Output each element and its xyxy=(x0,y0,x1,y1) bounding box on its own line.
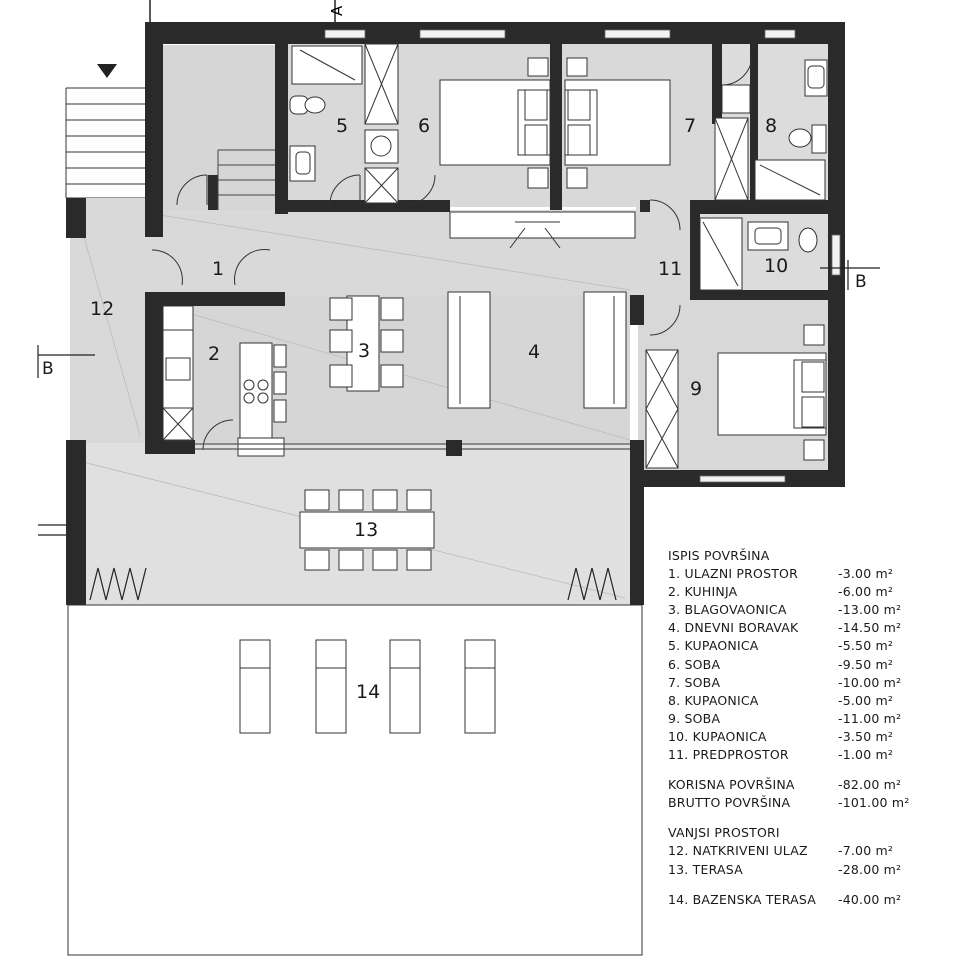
legend-room-name: 2. KUHINJA xyxy=(668,584,738,600)
area-legend: ISPIS POVRŠINA 1. ULAZNI PROSTOR -3.00 m²… xyxy=(668,548,909,910)
bedroom-6-furniture xyxy=(439,57,551,189)
room-number-1: 1 xyxy=(212,258,224,280)
entrance-stairs xyxy=(65,64,145,199)
legend-room-area: -1.00 m² xyxy=(838,747,894,763)
legend-room-name: 9. SOBA xyxy=(668,710,721,726)
legend-row: 2. KUHINJA -6.00 m² xyxy=(668,584,893,602)
legend-row: 10. KUPAONICA -3.50 m² xyxy=(668,728,893,747)
legend-row: 6. SOBA -9.50 m² xyxy=(668,656,893,675)
legend-outdoor-title: VANJSI PROSTORI xyxy=(668,825,780,841)
windows xyxy=(324,29,841,483)
legend-outdoor-name: 12. NATKRIVENI ULAZ xyxy=(668,843,808,859)
room-number-8: 8 xyxy=(765,115,777,137)
legend-row: 5. KUPAONICA -5.50 m² xyxy=(668,638,893,656)
legend-pool-row: 14. BAZENSKA TERASA -40.00 m² xyxy=(668,892,901,910)
legend-outdoor-area: -28.00 m² xyxy=(838,861,902,877)
plants xyxy=(89,567,617,601)
corridor-wardrobe xyxy=(449,211,636,249)
legend-title: ISPIS POVRŠINA xyxy=(668,548,770,563)
room-number-5: 5 xyxy=(336,115,348,137)
svg-text:A: A xyxy=(328,5,346,16)
legend-room-name: 5. KUPAONICA xyxy=(668,638,759,654)
legend-row: 9. SOBA -11.00 m² xyxy=(668,710,901,729)
legend-room-area: -14.50 m² xyxy=(838,620,902,636)
legend-room-area: -5.00 m² xyxy=(838,692,894,708)
legend-room-name: 1. ULAZNI PROSTOR xyxy=(668,566,798,582)
section-marker-b xyxy=(37,260,880,536)
legend-outdoor-row: 12. NATKRIVENI ULAZ -7.00 m² xyxy=(668,843,893,861)
bedroom-7-furniture xyxy=(564,57,751,201)
legend-room-area: -9.50 m² xyxy=(838,656,894,672)
legend-row: 8. KUPAONICA -5.00 m² xyxy=(668,692,893,711)
legend-row: 4. DNEVNI BORAVAK -14.50 m² xyxy=(668,620,901,638)
legend-room-name: 11. PREDPROSTOR xyxy=(668,747,789,763)
legend-room-area: -11.00 m² xyxy=(838,710,902,726)
legend-row: 3. BLAGOVAONICA -13.00 m² xyxy=(668,602,901,620)
glazing xyxy=(195,443,630,450)
bathroom-8-fixtures xyxy=(754,59,828,201)
legend-total-area: -82.00 m² xyxy=(838,777,902,793)
legend-room-name: 3. BLAGOVAONICA xyxy=(668,602,787,618)
legend-total-name: BRUTTO POVRŠINA xyxy=(668,795,791,811)
legend-total-area: -101.00 m² xyxy=(838,795,910,811)
legend-row: 11. PREDPROSTOR -1.00 m² xyxy=(668,747,893,765)
doors xyxy=(151,54,753,451)
legend-total-name: KORISNA POVRŠINA xyxy=(668,777,795,793)
entry-arrow-icon xyxy=(97,64,117,78)
room-number-2: 2 xyxy=(208,343,220,365)
internal-stairs xyxy=(217,149,275,210)
room-number-4: 4 xyxy=(528,341,540,363)
room-number-13: 13 xyxy=(354,519,378,541)
legend-outdoor-area: -7.00 m² xyxy=(838,843,894,859)
legend-row: 1. ULAZNI PROSTOR -3.00 m² xyxy=(668,566,893,584)
legend-room-area: -6.00 m² xyxy=(838,584,894,600)
legend-total-row: BRUTTO POVRŠINA -101.00 m² xyxy=(668,795,909,813)
section-label-b-right: B xyxy=(855,272,867,292)
bedroom-9-furniture xyxy=(645,324,827,469)
room-number-10: 10 xyxy=(764,255,788,277)
bathroom-5-fixtures xyxy=(289,43,399,204)
bathroom-10-fixtures xyxy=(699,217,818,291)
legend-total-row: KORISNA POVRŠINA -82.00 m² xyxy=(668,777,901,795)
room-number-7: 7 xyxy=(684,115,696,137)
section-label-b-left: B xyxy=(42,359,54,379)
room-number-12: 12 xyxy=(90,298,114,320)
living-furniture xyxy=(447,291,627,409)
legend-room-area: -5.50 m² xyxy=(838,638,894,654)
legend-room-name: 6. SOBA xyxy=(668,656,721,672)
sun-loungers xyxy=(239,639,496,734)
legend-room-name: 7. SOBA xyxy=(668,674,721,690)
legend-room-area: -3.00 m² xyxy=(838,566,894,582)
room-number-14: 14 xyxy=(356,681,380,703)
legend-row: 7. SOBA -10.00 m² xyxy=(668,674,901,693)
room-number-11: 11 xyxy=(658,258,682,280)
legend-outdoor-row: 13. TERASA -28.00 m² xyxy=(668,861,901,880)
room-number-3: 3 xyxy=(358,340,370,362)
dining-furniture xyxy=(329,295,404,392)
terrace-dining xyxy=(299,489,435,571)
legend-pool-area: -40.00 m² xyxy=(838,891,902,907)
kitchen-furniture xyxy=(162,305,287,457)
legend-room-area: -13.00 m² xyxy=(838,602,902,618)
legend-pool-name: 14. BAZENSKA TERASA xyxy=(668,891,817,907)
pool-terrace xyxy=(67,604,643,956)
legend-room-name: 10. KUPAONICA xyxy=(668,728,767,744)
legend-outdoor-name: 13. TERASA xyxy=(668,861,743,877)
legend-room-name: 8. KUPAONICA xyxy=(668,692,759,708)
room-number-9: 9 xyxy=(690,378,702,400)
legend-room-name: 4. DNEVNI BORAVAK xyxy=(668,620,799,636)
legend-room-area: -10.00 m² xyxy=(838,674,902,690)
room-number-6: 6 xyxy=(418,115,430,137)
legend-room-area: -3.50 m² xyxy=(838,728,894,744)
